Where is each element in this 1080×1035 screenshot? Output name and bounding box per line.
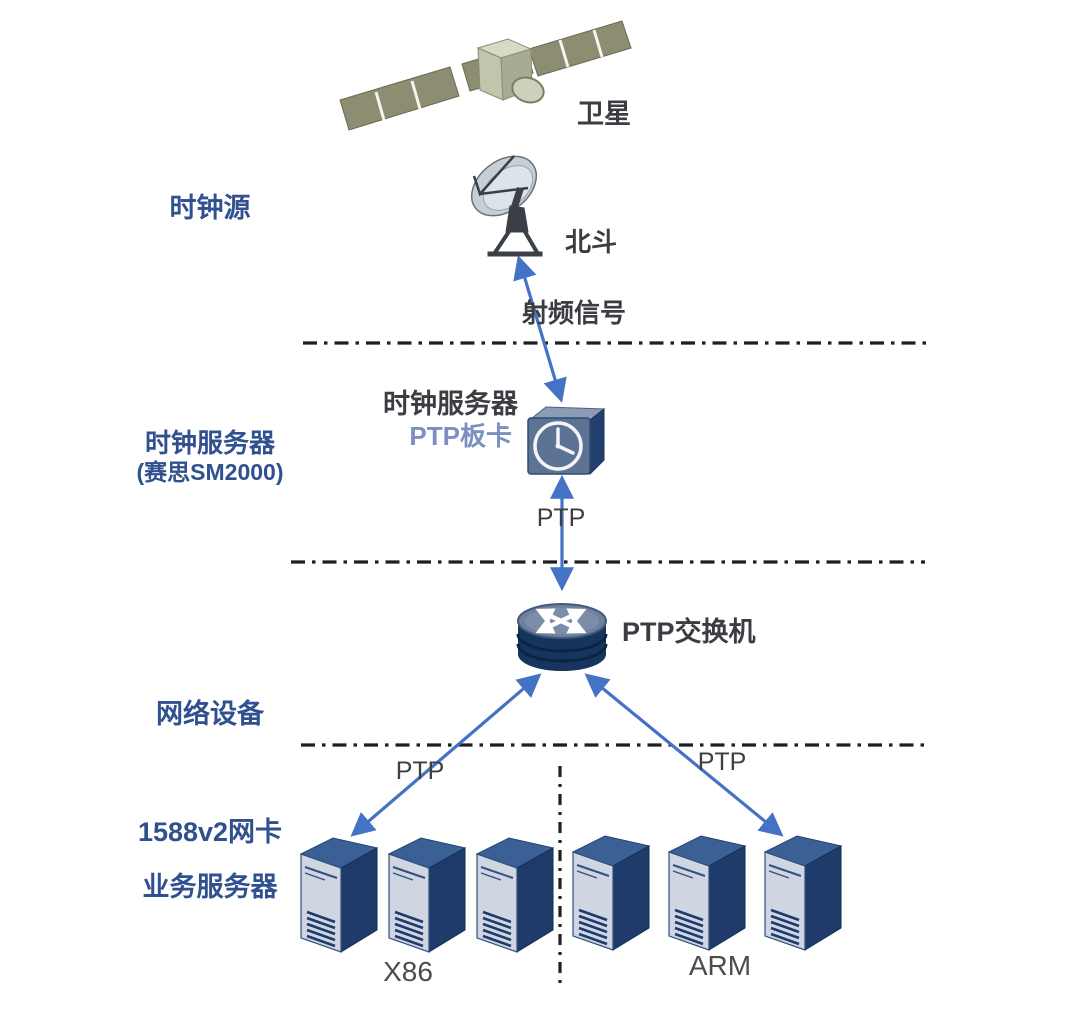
satellite-label: 卫星: [577, 99, 631, 129]
left-label-business-server: 业务服务器: [142, 872, 278, 902]
left-label-clock-server-1: 时钟服务器: [144, 428, 275, 458]
arrow-switch-arm: [584, 673, 784, 837]
ptp-link-label-arm: PTP: [697, 748, 747, 776]
left-label-network-device: 网络设备: [156, 699, 264, 729]
clock-server-title: 时钟服务器: [383, 389, 518, 419]
server-tower-x86-3: [474, 826, 556, 960]
beidou-label: 北斗: [565, 227, 618, 257]
arrow-switch-x86: [350, 673, 542, 837]
rf-signal-label: 射频信号: [522, 298, 627, 328]
server-tower-x86-2: [386, 826, 468, 960]
ptp-card-label: PTP板卡: [409, 421, 512, 451]
ptp-link-label-mid: PTP: [536, 504, 586, 532]
left-label-clock-source: 时钟源: [169, 193, 251, 223]
ptp-link-label-x86: PTP: [395, 757, 445, 785]
arrow-beidou-clockserver: [513, 255, 567, 403]
server-tower-arm-3: [762, 824, 844, 958]
left-label-clock-server-2: (赛思SM2000): [136, 459, 284, 485]
server-tower-arm-1: [570, 824, 652, 958]
beidou-dish-antenna-icon: [464, 148, 564, 266]
ptp-switch-icon: [514, 590, 610, 674]
clock-server-icon: [522, 398, 608, 482]
group-label-x86: X86: [383, 956, 433, 987]
group-label-arm: ARM: [688, 950, 752, 981]
server-tower-x86-1: [298, 826, 380, 960]
server-tower-arm-2: [666, 824, 748, 958]
ptp-switch-label: PTP交换机: [622, 617, 756, 647]
satellite-icon: [332, 12, 642, 142]
left-label-1588v2-nic: 1588v2网卡: [137, 817, 283, 847]
